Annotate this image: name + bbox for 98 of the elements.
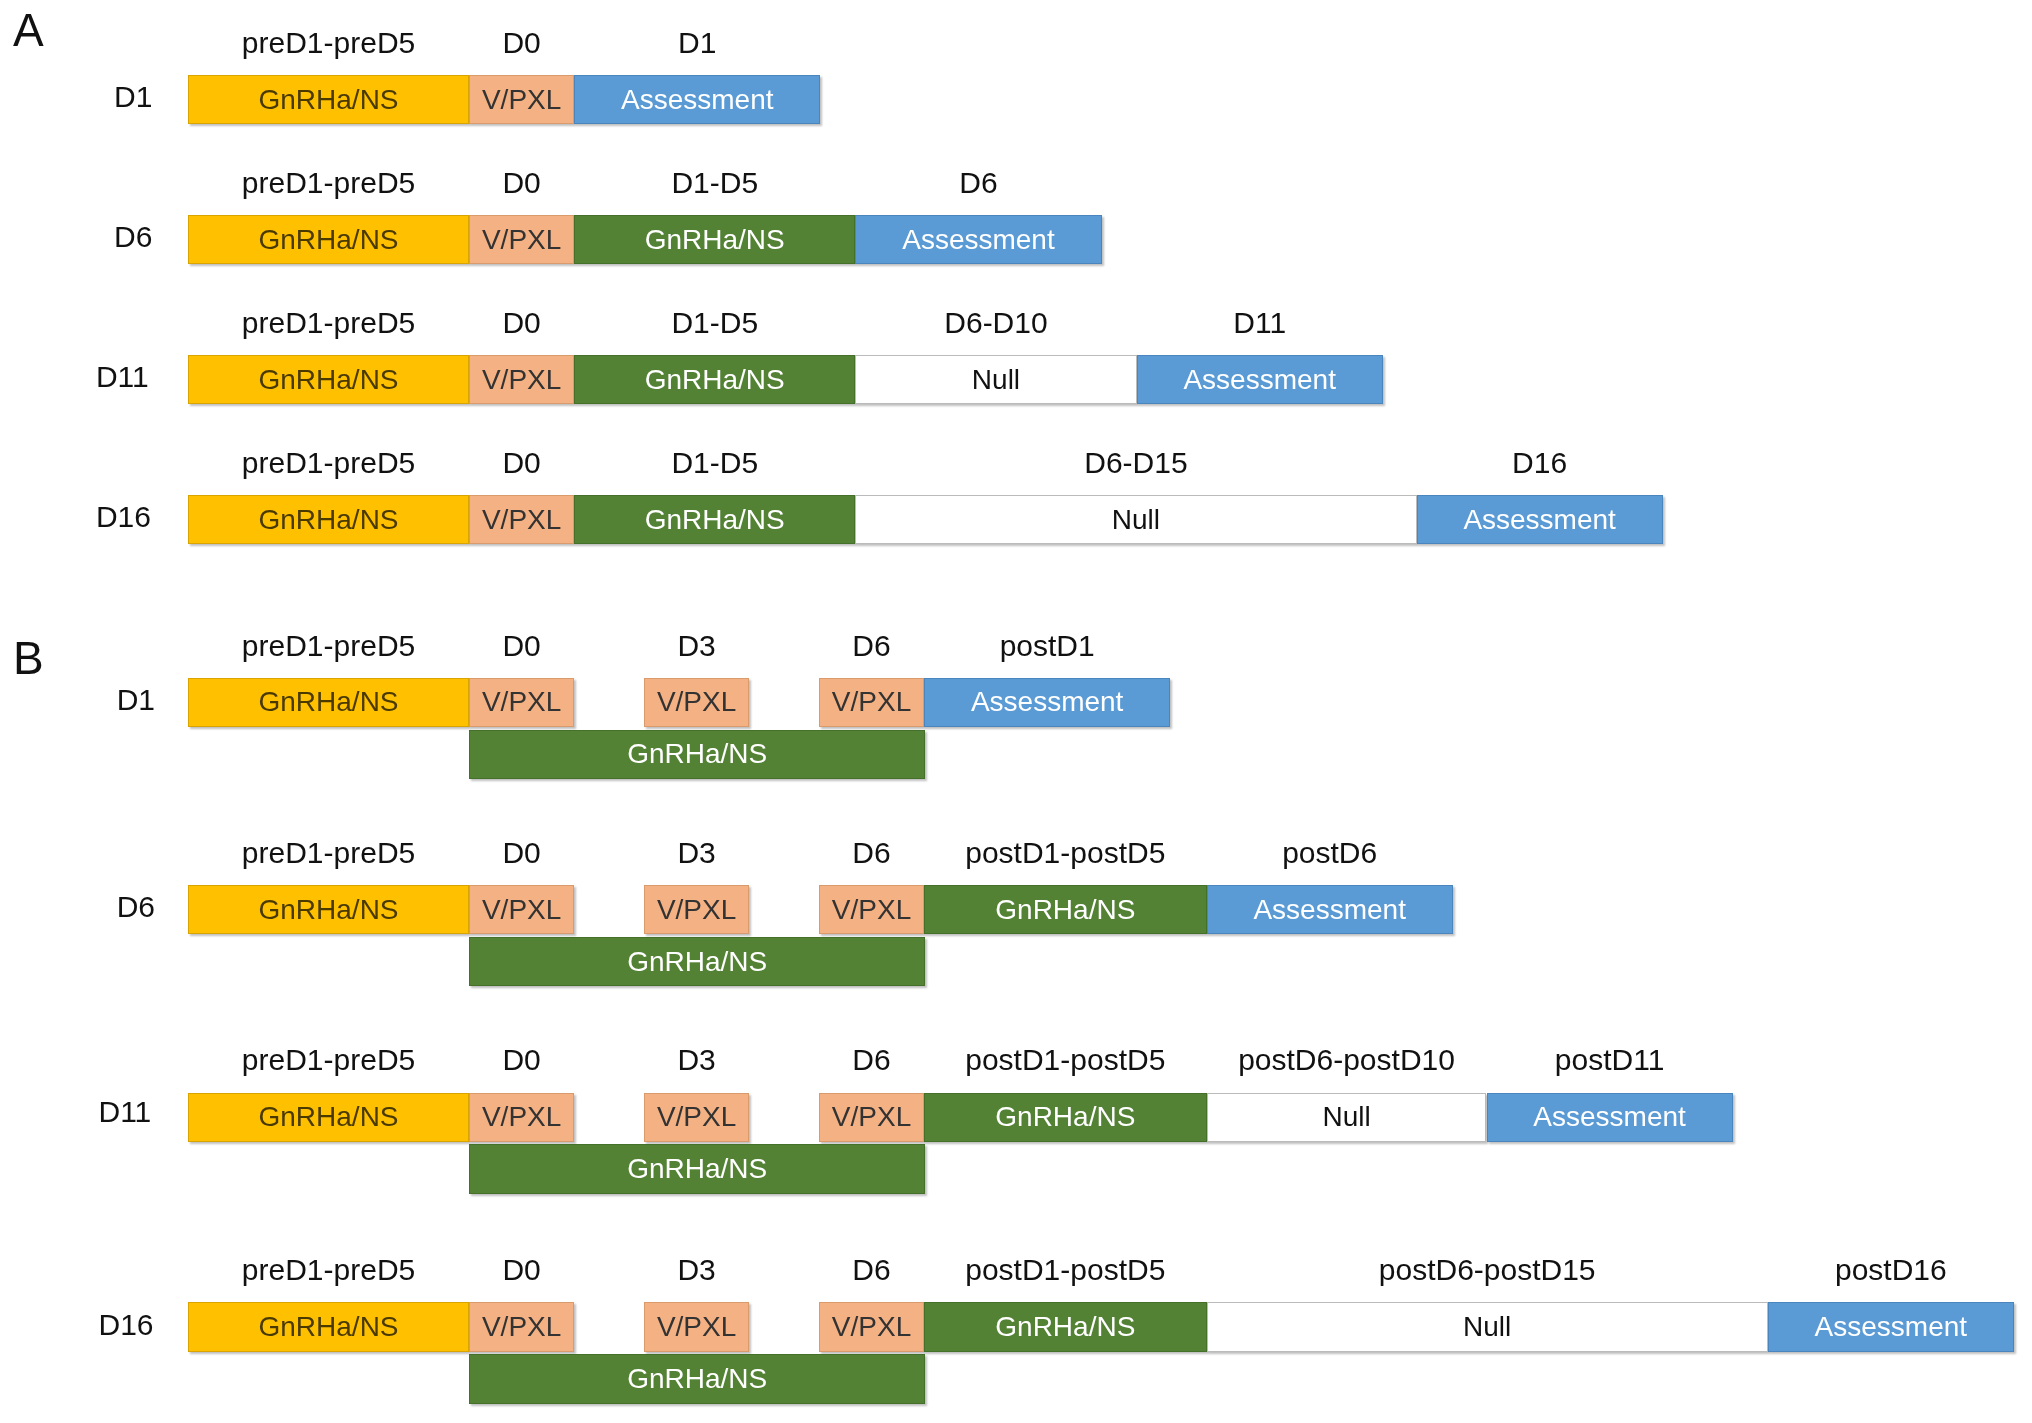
time-label: postD11 <box>1554 1043 1665 1078</box>
time-label: D6 <box>852 1043 891 1078</box>
treatment-bar: GnRHa/NS <box>924 1302 1207 1352</box>
treatment-bar: GnRHa/NS <box>469 1354 926 1404</box>
time-label: D0 <box>502 628 541 663</box>
assessment-bar: Assessment <box>1486 1092 1733 1142</box>
null-period-bar: Null <box>855 495 1417 545</box>
time-label: D3 <box>677 835 716 870</box>
procedure-bar: V/PXL <box>819 1302 925 1352</box>
time-label: preD1-preD5 <box>241 1253 416 1288</box>
time-label: preD1-preD5 <box>241 1043 416 1078</box>
treatment-bar: GnRHa/NS <box>187 1092 470 1142</box>
time-label: preD1-preD5 <box>241 445 416 480</box>
time-label: D16 <box>1512 445 1568 480</box>
row-label: D16 <box>98 1307 154 1342</box>
time-label: D0 <box>502 445 541 480</box>
procedure-bar: V/PXL <box>469 355 575 405</box>
treatment-bar: GnRHa/NS <box>574 355 856 405</box>
time-label: D1-D5 <box>671 165 759 200</box>
time-label: preD1-preD5 <box>241 25 416 60</box>
assessment-bar: Assessment <box>924 677 1171 728</box>
procedure-bar: V/PXL <box>644 677 750 728</box>
time-label: D0 <box>502 165 541 200</box>
time-label: preD1-preD5 <box>241 305 416 340</box>
treatment-bar: GnRHa/NS <box>924 1092 1207 1142</box>
assessment-bar: Assessment <box>1416 495 1663 545</box>
treatment-bar: GnRHa/NS <box>574 495 856 545</box>
assessment-bar: Assessment <box>1136 355 1383 405</box>
treatment-bar: GnRHa/NS <box>469 937 926 987</box>
procedure-bar: V/PXL <box>469 1092 575 1142</box>
row-label: D1 <box>116 683 155 717</box>
procedure-bar: V/PXL <box>644 1092 750 1142</box>
treatment-bar: GnRHa/NS <box>187 495 470 545</box>
time-label: D6-D10 <box>944 305 1048 340</box>
assessment-bar: Assessment <box>1767 1302 2014 1352</box>
time-label: postD16 <box>1835 1253 1947 1288</box>
time-label: D0 <box>502 835 541 870</box>
time-label: D0 <box>502 25 541 60</box>
treatment-bar: GnRHa/NS <box>924 885 1207 935</box>
procedure-bar: V/PXL <box>819 1092 925 1142</box>
time-label: D0 <box>502 1253 541 1288</box>
treatment-bar: GnRHa/NS <box>187 885 470 935</box>
time-label: postD1-postD5 <box>965 1253 1166 1288</box>
null-period-bar: Null <box>855 355 1137 405</box>
procedure-bar: V/PXL <box>819 885 925 935</box>
time-label: D3 <box>677 1253 716 1288</box>
row-label: D11 <box>95 360 149 395</box>
time-label: D6 <box>959 165 998 200</box>
time-label: D6 <box>852 628 891 663</box>
null-period-bar: Null <box>1206 1302 1768 1352</box>
treatment-bar: GnRHa/NS <box>469 1144 926 1194</box>
procedure-bar: V/PXL <box>469 1302 575 1352</box>
time-label: postD6-postD10 <box>1238 1043 1455 1078</box>
treatment-bar: GnRHa/NS <box>469 729 926 779</box>
time-label: D11 <box>1233 305 1287 340</box>
procedure-bar: V/PXL <box>644 1302 750 1352</box>
time-label: D1-D5 <box>671 305 759 340</box>
time-label: preD1-preD5 <box>241 165 416 200</box>
assessment-bar: Assessment <box>855 215 1102 265</box>
row-label: D6 <box>116 890 155 925</box>
assessment-bar: Assessment <box>574 75 821 125</box>
row-label: D16 <box>95 500 151 535</box>
time-label: D3 <box>677 1043 716 1078</box>
time-label: postD1-postD5 <box>965 1043 1166 1078</box>
procedure-bar: V/PXL <box>819 677 925 728</box>
treatment-bar: GnRHa/NS <box>187 1302 470 1352</box>
time-label: postD1-postD5 <box>965 835 1166 870</box>
assessment-bar: Assessment <box>1206 885 1453 935</box>
procedure-bar: V/PXL <box>644 885 750 935</box>
time-label: D1-D5 <box>671 445 759 480</box>
treatment-bar: GnRHa/NS <box>187 355 470 405</box>
treatment-bar: GnRHa/NS <box>187 677 470 728</box>
time-label: preD1-preD5 <box>241 628 416 663</box>
panel-letter: A <box>12 2 44 57</box>
time-label: postD6 <box>1282 835 1378 870</box>
time-label: D1 <box>678 25 717 60</box>
treatment-bar: GnRHa/NS <box>187 75 470 125</box>
time-label: D0 <box>502 305 541 340</box>
time-label: D6 <box>852 835 891 870</box>
time-label: postD6-postD15 <box>1378 1253 1596 1288</box>
row-label: D1 <box>114 80 153 115</box>
treatment-bar: GnRHa/NS <box>574 215 856 265</box>
time-label: D6 <box>852 1253 891 1288</box>
null-period-bar: Null <box>1206 1092 1487 1142</box>
time-label: D6-D15 <box>1084 445 1188 480</box>
treatment-bar: GnRHa/NS <box>187 215 470 265</box>
procedure-bar: V/PXL <box>469 495 575 545</box>
row-label: D6 <box>114 220 153 255</box>
time-label: D3 <box>677 628 716 663</box>
procedure-bar: V/PXL <box>469 885 575 935</box>
row-label: D11 <box>98 1095 152 1130</box>
procedure-bar: V/PXL <box>469 677 575 728</box>
procedure-bar: V/PXL <box>469 215 575 265</box>
time-label: D0 <box>502 1043 541 1078</box>
panel-letter: B <box>12 631 44 686</box>
time-label: postD1 <box>999 628 1095 663</box>
procedure-bar: V/PXL <box>469 75 575 125</box>
time-label: preD1-preD5 <box>241 835 416 870</box>
